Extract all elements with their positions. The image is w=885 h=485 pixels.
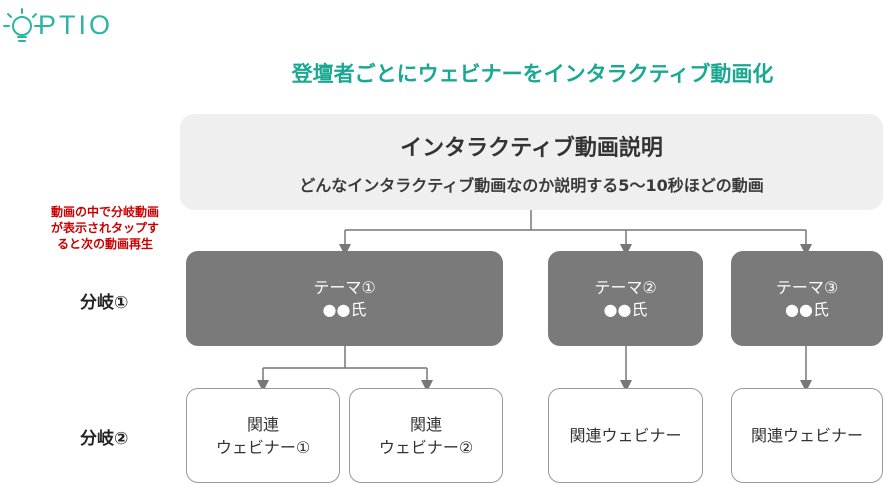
branch-note-line: が表示されタップす — [50, 221, 159, 235]
lightbulb-icon — [3, 8, 41, 42]
theme-speaker: ●●氏 — [322, 299, 367, 319]
theme-speaker: ●●氏 — [785, 299, 829, 319]
related-webinar-line: ウェビナー① — [215, 437, 311, 457]
related-webinar-box-3[interactable]: 関連ウェビナー — [548, 388, 703, 483]
related-webinar-box-2[interactable]: 関連 ウェビナー② — [349, 388, 503, 483]
intro-video-box: インタラクティブ動画説明 どんなインタラクティブ動画なのか説明する5〜10秒ほど… — [180, 114, 883, 210]
theme-box-2[interactable]: テーマ② ●●氏 — [548, 251, 703, 346]
related-webinar-line: 関連ウェビナー — [750, 426, 863, 445]
page-headline: 登壇者ごとにウェビナーをインタラクティブ動画化 — [291, 62, 774, 86]
theme-box-3[interactable]: テーマ③ ●●氏 — [731, 251, 883, 346]
branch-note: 動画の中で分岐動画 が表示されタップす ると次の動画再生 — [30, 204, 180, 252]
theme-title: テーマ① — [313, 277, 376, 297]
theme-box-1[interactable]: テーマ① ●●氏 — [186, 251, 503, 346]
optio-logo: PTIO — [2, 4, 132, 50]
theme-title: テーマ③ — [775, 277, 839, 297]
theme-speaker: ●●氏 — [603, 299, 648, 319]
logo-text: PTIO — [38, 10, 114, 40]
row-label-branch2: 分岐② — [80, 429, 129, 449]
intro-video-title: インタラクティブ動画説明 — [400, 136, 663, 161]
related-webinar-box-4[interactable]: 関連ウェビナー — [731, 388, 883, 483]
row-label-branch1: 分岐① — [80, 293, 129, 313]
related-webinar-line: ウェビナー② — [378, 437, 474, 457]
related-webinar-line: 関連 — [246, 414, 279, 434]
branch-note-line: ると次の動画再生 — [56, 237, 153, 251]
related-webinar-line: 関連 — [409, 414, 442, 434]
related-webinar-box-1[interactable]: 関連 ウェビナー① — [186, 388, 340, 483]
branch-note-line: 動画の中で分岐動画 — [50, 205, 159, 219]
intro-video-subtitle: どんなインタラクティブ動画なのか説明する5〜10秒ほどの動画 — [299, 176, 764, 195]
theme-title: テーマ② — [594, 277, 657, 297]
related-webinar-line: 関連ウェビナー — [569, 426, 682, 445]
